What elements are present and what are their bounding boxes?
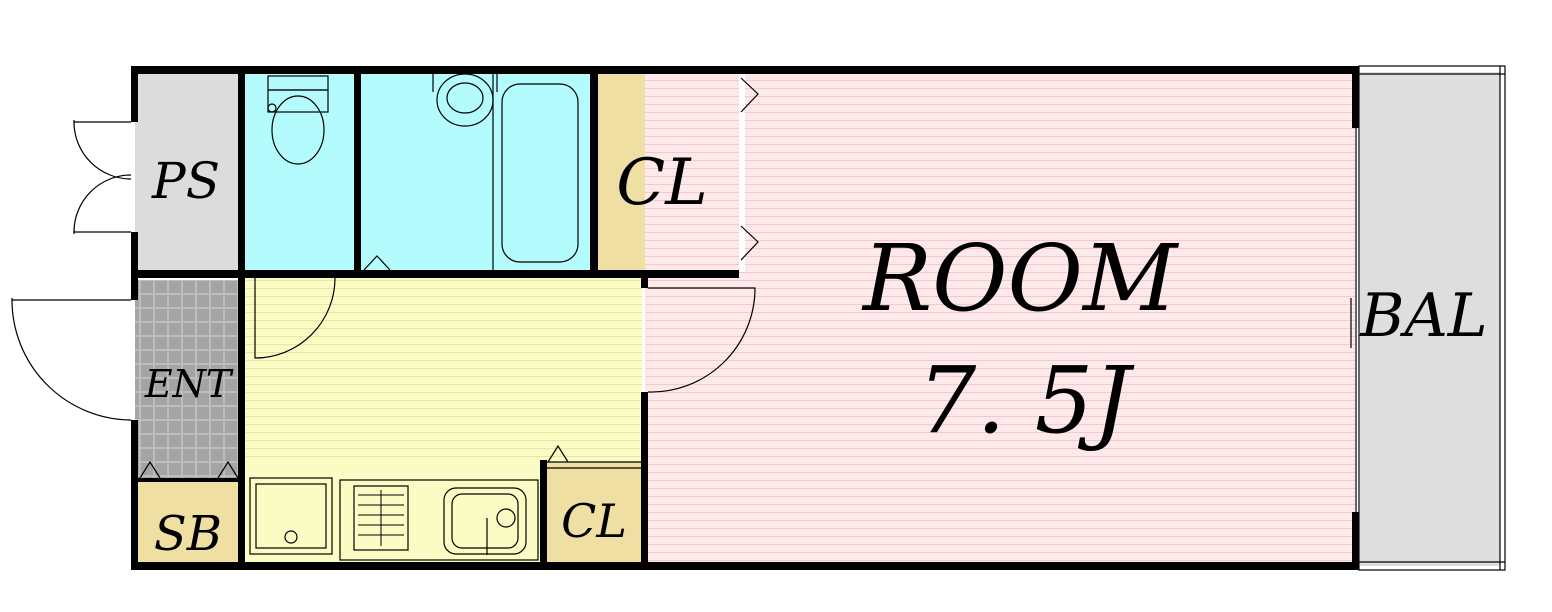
entrance-floor <box>135 280 240 480</box>
ps-label: PS <box>151 152 220 210</box>
room-size-label: 7. 5J <box>918 347 1136 454</box>
ps-floor <box>135 72 240 272</box>
room-floor <box>645 72 1355 566</box>
kitchen-floor <box>242 276 642 462</box>
closet-bottom-label: CL <box>561 494 627 548</box>
fixtures <box>249 73 641 561</box>
doors <box>11 65 1506 571</box>
balcony-label: BAL <box>1359 281 1487 351</box>
shoebox-floor <box>135 480 240 566</box>
closet-bottom-floor <box>544 462 644 566</box>
walls <box>131 66 1359 570</box>
stove-grid <box>358 490 404 546</box>
shoebox-label: SB <box>154 506 222 562</box>
kitchen-counter-floor <box>242 462 544 566</box>
room-label: ROOM <box>861 225 1180 332</box>
entrance-label: ENT <box>144 362 234 406</box>
closet-top-label: CL <box>616 146 707 220</box>
toilet-floor <box>240 72 358 272</box>
balcony-floor <box>1360 72 1500 566</box>
bath-floor <box>358 72 594 272</box>
